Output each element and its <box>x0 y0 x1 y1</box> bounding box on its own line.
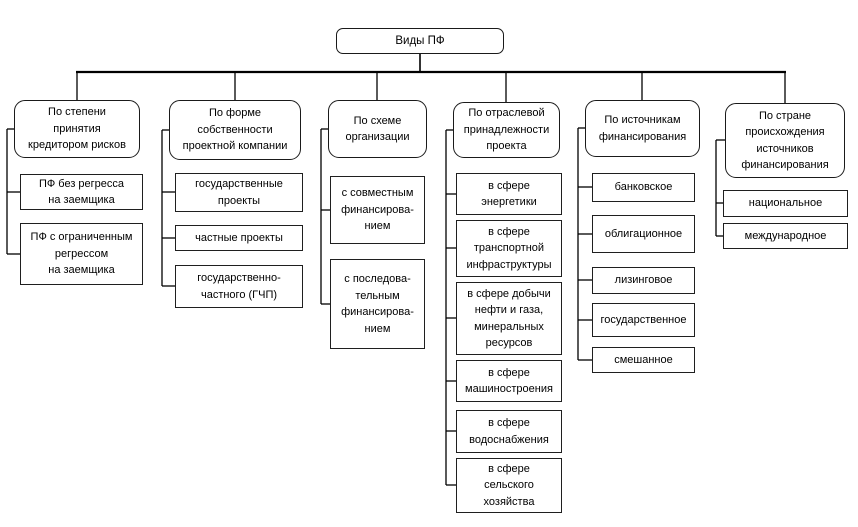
leaf-node: с последова- тельным финансирова- нием <box>330 259 425 349</box>
branch-header-risk-acceptance: По степени принятия кредитором рисков <box>14 100 140 158</box>
leaf-node: облигационное <box>592 215 695 253</box>
leaf-node: в сфере водоснабжения <box>456 410 562 453</box>
branch-header-industry: По отраслевой принадлежности проекта <box>453 102 560 158</box>
leaf-node: с совместным финансирова- нием <box>330 176 425 244</box>
root-node: Виды ПФ <box>336 28 504 54</box>
leaf-node: государственные проекты <box>175 173 303 212</box>
branch-header-funding-sources: По источникам финансирования <box>585 100 700 157</box>
leaf-node: смешанное <box>592 347 695 373</box>
leaf-node: ПФ без регресса на заемщика <box>20 174 143 210</box>
branch-header-organization-scheme: По схеме организации <box>328 100 427 158</box>
leaf-node: в сфере сельского хозяйства <box>456 458 562 513</box>
leaf-node: в сфере машиностроения <box>456 360 562 402</box>
branch-header-ownership-form: По форме собственности проектной компани… <box>169 100 301 160</box>
leaf-node: государственное <box>592 303 695 337</box>
leaf-node: ПФ с ограниченным регрессом на заемщика <box>20 223 143 285</box>
leaf-node: государственно- частного (ГЧП) <box>175 265 303 308</box>
leaf-node: в сфере транспортной инфраструктуры <box>456 220 562 277</box>
leaf-node: банковское <box>592 173 695 202</box>
branch-header-country-origin: По стране происхождения источников финан… <box>725 103 845 178</box>
leaf-node: в сфере энергетики <box>456 173 562 215</box>
leaf-node: в сфере добычи нефти и газа, минеральных… <box>456 282 562 355</box>
leaf-node: лизинговое <box>592 267 695 294</box>
leaf-node: международное <box>723 223 848 249</box>
leaf-node: национальное <box>723 190 848 217</box>
leaf-node: частные проекты <box>175 225 303 251</box>
